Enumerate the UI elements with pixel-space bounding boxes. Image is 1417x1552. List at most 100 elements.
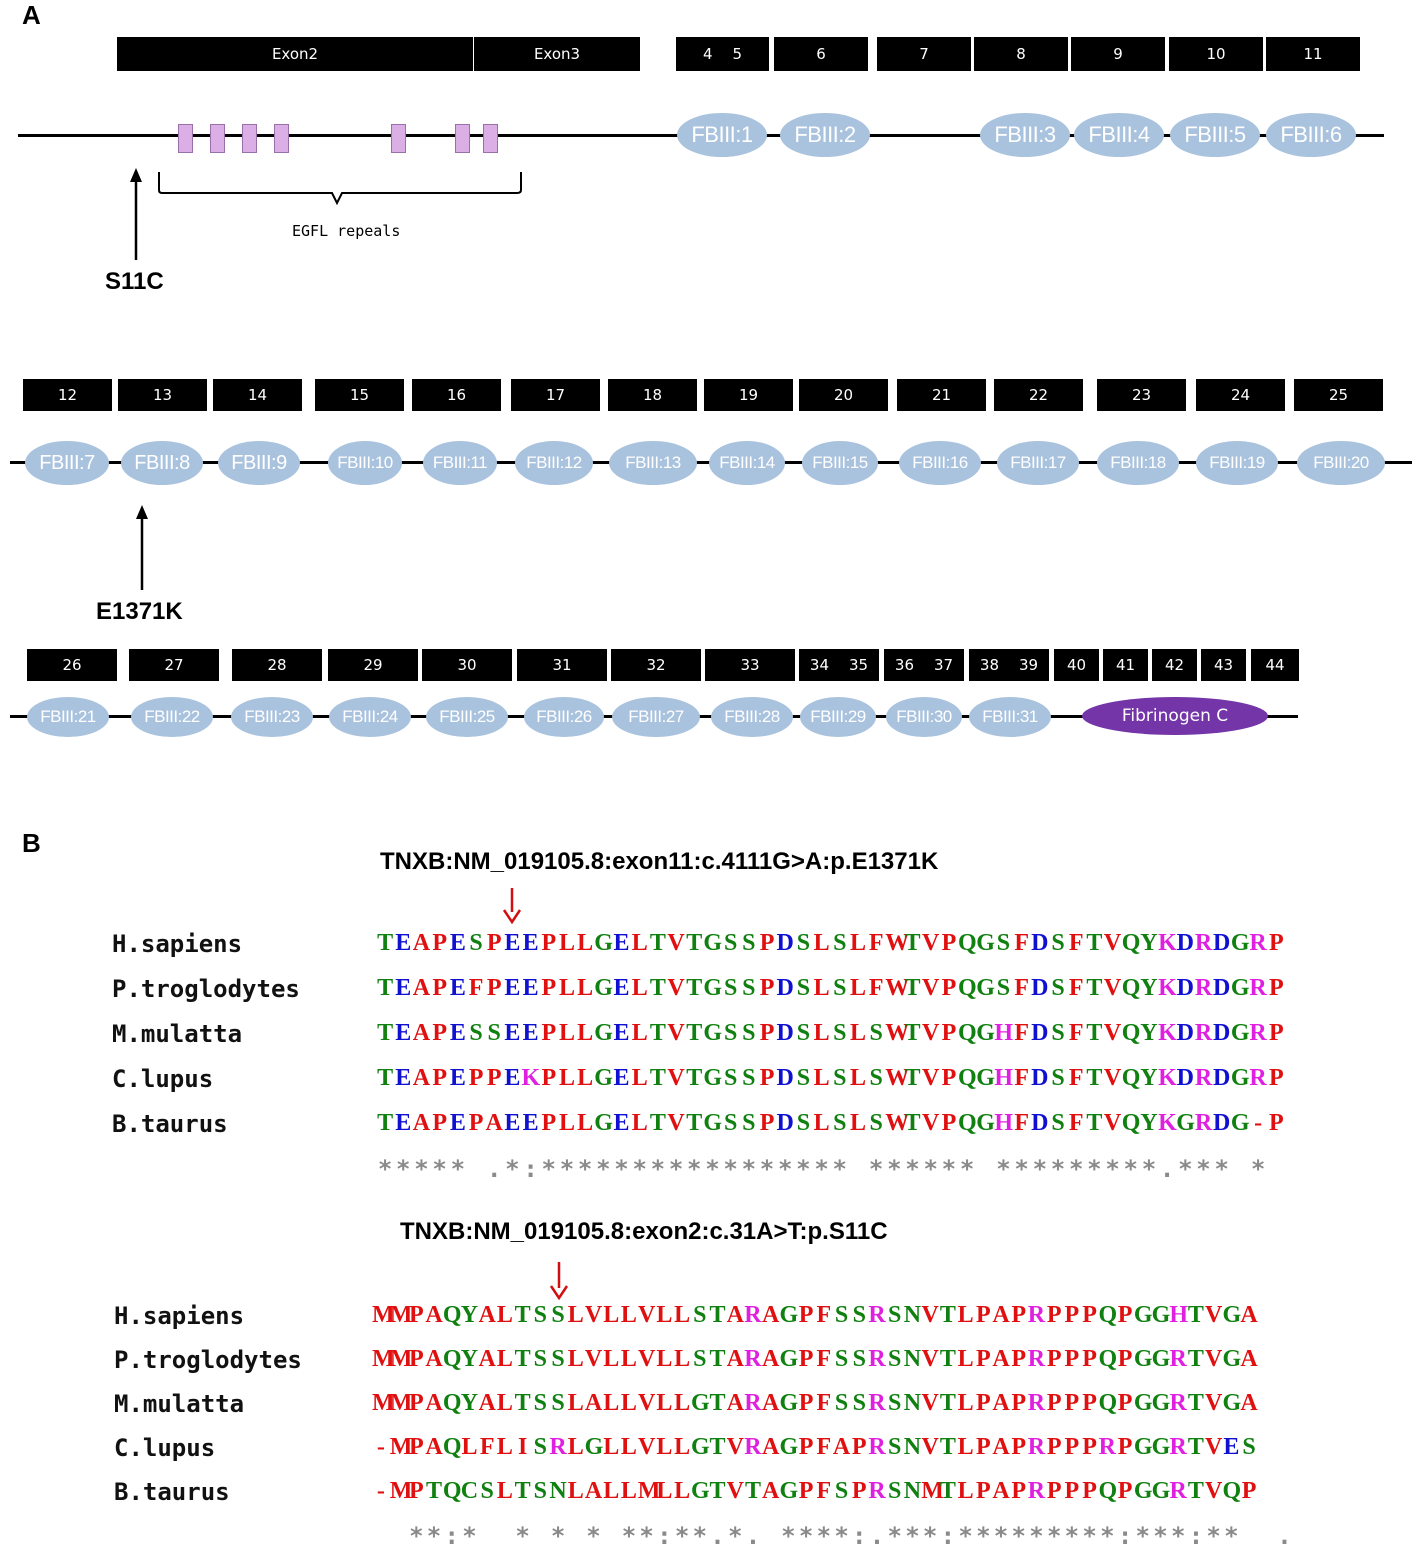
conservation-mark: * xyxy=(781,1522,796,1550)
residue: T xyxy=(514,1390,531,1416)
residue: S xyxy=(796,1065,811,1091)
conservation-mark: * xyxy=(396,1155,411,1183)
fbiii-domain: FBIII:25 xyxy=(426,697,508,737)
exon-box: 8 xyxy=(974,37,1068,71)
residue: T xyxy=(1187,1434,1204,1460)
residue: F xyxy=(468,975,484,1001)
residue: S xyxy=(996,975,1011,1001)
residue: Q xyxy=(442,1478,462,1504)
residue: Q xyxy=(1098,1302,1118,1328)
residue: V xyxy=(1103,975,1122,1001)
conservation-mark: * xyxy=(668,1155,684,1183)
residue: S xyxy=(693,1346,707,1372)
residue: D xyxy=(1031,1020,1049,1046)
residue: T xyxy=(1086,1065,1103,1091)
residue: L xyxy=(603,1434,620,1460)
residue: S xyxy=(533,1478,547,1504)
exon-number: 9 xyxy=(1113,45,1123,63)
species-name: B.taurus xyxy=(114,1478,230,1506)
residue: R xyxy=(1027,1390,1046,1416)
residue: L xyxy=(558,930,575,956)
conservation-mark: * xyxy=(905,1155,920,1183)
conservation-mark: . xyxy=(486,1155,502,1183)
residue: N xyxy=(549,1478,567,1504)
conservation-mark: * xyxy=(941,1155,957,1183)
exon-number: 34 xyxy=(809,656,829,674)
residue: V xyxy=(922,1065,940,1091)
residue: D xyxy=(1213,1020,1231,1046)
egf-repeat xyxy=(242,124,257,153)
conservation-mark: * xyxy=(922,1522,938,1550)
residue: G xyxy=(690,1434,710,1460)
residue: A xyxy=(412,975,431,1001)
residue: P xyxy=(798,1346,814,1372)
residue: F xyxy=(816,1390,832,1416)
residue: T xyxy=(709,1434,726,1460)
residue: A xyxy=(485,1110,503,1136)
fbiii-domain: FBIII:11 xyxy=(423,441,497,485)
exon-box: 43 xyxy=(1201,649,1246,681)
fbiii-domain: FBIII:2 xyxy=(780,113,870,157)
residue: F xyxy=(479,1434,495,1460)
residue: P xyxy=(759,1020,775,1046)
residue: P xyxy=(1268,930,1284,956)
residue: E xyxy=(613,930,630,956)
exon-box: 22 xyxy=(994,379,1083,411)
residue: K xyxy=(1158,930,1177,956)
residue: P xyxy=(1082,1434,1097,1460)
exon-number: 36 xyxy=(894,656,914,674)
residue: A xyxy=(992,1346,1010,1372)
residue: P xyxy=(1064,1434,1080,1460)
exon-number: 15 xyxy=(349,386,370,404)
residue: T xyxy=(939,1390,956,1416)
residue: D xyxy=(1176,1020,1195,1046)
conservation-mark: * xyxy=(996,1155,1011,1183)
residue: E xyxy=(1223,1434,1240,1460)
exon-box: 12 xyxy=(23,379,112,411)
residue: F xyxy=(1068,975,1084,1001)
residue: V xyxy=(637,1302,656,1328)
residue: P xyxy=(941,1020,957,1046)
exon-box: 17 xyxy=(511,379,600,411)
residue: Q xyxy=(1121,975,1141,1001)
residue: P xyxy=(975,1346,991,1372)
conservation-mark: * xyxy=(550,1522,566,1550)
residue: P xyxy=(468,1110,484,1136)
conservation-mark: * xyxy=(1082,1522,1097,1550)
residue: L xyxy=(849,1020,866,1046)
residue: G xyxy=(976,1065,995,1091)
residue: P xyxy=(1117,1302,1133,1328)
residue: V xyxy=(637,1390,656,1416)
fbiii-domain: FBIII:14 xyxy=(709,441,785,485)
conservation-mark: . xyxy=(745,1522,761,1550)
residue: A xyxy=(726,1346,744,1372)
residue: S xyxy=(487,1020,501,1046)
residue: R xyxy=(1249,930,1267,956)
residue: L xyxy=(620,1346,637,1372)
residue: G xyxy=(1151,1302,1171,1328)
residue: G xyxy=(1133,1478,1153,1504)
conservation-mark: * xyxy=(887,1155,902,1183)
conservation-mark: . xyxy=(1159,1155,1175,1183)
residue: T xyxy=(514,1478,531,1504)
exon-box: 15 xyxy=(315,379,404,411)
mutation-site-arrow-head xyxy=(549,1285,569,1301)
residue: G xyxy=(1230,1110,1250,1136)
conservation-mark: * xyxy=(832,1155,847,1183)
residue: T xyxy=(377,930,394,956)
residue: L xyxy=(957,1434,974,1460)
residue: S xyxy=(833,930,847,956)
residue: P xyxy=(1011,1302,1027,1328)
residue: D xyxy=(1176,1065,1195,1091)
residue: L xyxy=(813,1065,830,1091)
residue: M xyxy=(372,1302,395,1328)
residue: S xyxy=(533,1302,547,1328)
residue: F xyxy=(1068,1110,1084,1136)
residue: V xyxy=(1103,1110,1122,1136)
conservation-mark: * xyxy=(1032,1155,1048,1183)
residue: S xyxy=(723,930,738,956)
residue: E xyxy=(449,975,466,1001)
exon-box: 20 xyxy=(799,379,888,411)
residue: G xyxy=(703,930,723,956)
residue: L xyxy=(496,1478,513,1504)
